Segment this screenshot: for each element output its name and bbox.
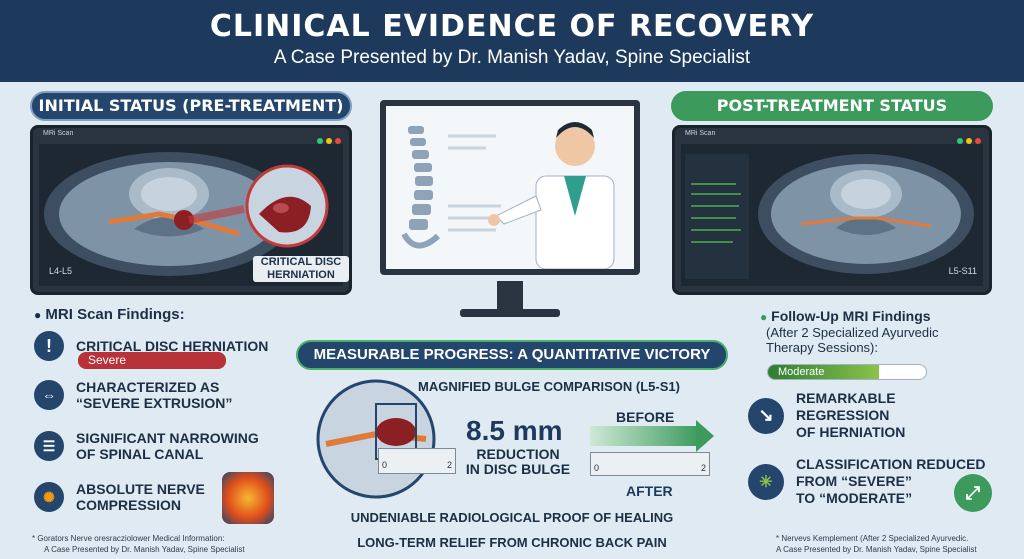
post-findings-text: Follow-Up MRI Findings xyxy=(771,308,931,324)
nerve-icon: ✺ xyxy=(34,482,64,512)
moderate-bar: Moderate xyxy=(767,364,927,380)
post-findings-block: ● Follow-Up MRI Findings (After 2 Specia… xyxy=(760,308,938,355)
post-mri-scan xyxy=(681,144,983,286)
finding-narrowing-line1: SIGNIFICANT NARROWING xyxy=(76,430,259,446)
page-title: CLINICAL EVIDENCE OF RECOVERY xyxy=(209,9,815,44)
post-classification-line3: TO “MODERATE” xyxy=(796,490,913,506)
finding-nerve-line1: ABSOLUTE NERVE xyxy=(76,481,205,497)
after-label: AFTER xyxy=(626,483,673,499)
bottom-line-1: UNDENIABLE RADIOLOGICAL PROOF OF HEALING xyxy=(350,510,674,525)
post-findings-sub2: Therapy Sessions): xyxy=(766,340,878,355)
window-dots xyxy=(954,131,981,149)
before-after-arrow xyxy=(590,426,700,446)
post-regression-line1: REMARKABLE xyxy=(796,390,896,406)
reduction-value: 8.5 mm xyxy=(466,415,563,446)
post-mri-monitor: MRi Scan L5-S11 xyxy=(672,125,992,295)
extrusion-icon: ⇔ xyxy=(34,380,64,410)
screen-base xyxy=(460,309,560,317)
finding-row-nerve: ✺ ABSOLUTE NERVE COMPRESSION xyxy=(34,481,205,513)
pre-level-label: L4-L5 xyxy=(49,266,73,276)
pre-findings-text: MRI Scan Findings: xyxy=(45,306,185,323)
ruler-left-end: 2 xyxy=(446,460,452,470)
ruler-right: 0 2 xyxy=(590,452,710,476)
alert-icon: ! xyxy=(34,331,64,361)
pre-mri-monitor: MRi Scan L4-L5 CRITICAL DISC HERNIATION xyxy=(30,125,352,295)
compare-title: MAGNIFIED BULGE COMPARISON (L5-S1) xyxy=(418,379,680,394)
monitor-label: MRi Scan xyxy=(43,130,74,137)
finding-row-narrowing: ☰ SIGNIFICANT NARROWING OF SPINAL CANAL xyxy=(34,430,259,462)
finding-nerve-line2: COMPRESSION xyxy=(76,497,182,513)
finding-herniation-text: CRITICAL DISC HERNIATION xyxy=(76,338,269,354)
reduction-line2: IN DISC BULGE xyxy=(465,461,571,477)
finding-narrowing-text: SIGNIFICANT NARROWING OF SPINAL CANAL xyxy=(76,430,259,462)
progress-title: MEASURABLE PROGRESS: A QUANTITATIVE VICT… xyxy=(296,340,728,370)
post-regression-line3: OF HERNIATION xyxy=(796,424,906,440)
post-footnote-1: * Nervevs Kemplement (After 2 Specialize… xyxy=(776,534,969,543)
ruler-left: 0 2 xyxy=(378,448,456,474)
finding-extrusion-line2: “SEVERE EXTRUSION” xyxy=(76,395,233,411)
nerve-illustration xyxy=(222,472,274,524)
post-footnote-2: A Case Presented by Dr. Manish Yadav, Sp… xyxy=(776,545,977,554)
post-classification-line1: CLASSIFICATION REDUCED xyxy=(796,456,986,472)
herniation-callout: CRITICAL DISC HERNIATION xyxy=(253,256,349,282)
finding-row-herniation: ! CRITICAL DISC HERNIATION xyxy=(34,331,268,361)
post-classification-line2: FROM “SEVERE” xyxy=(796,473,912,489)
doctor-illustration xyxy=(401,122,615,270)
resize-arrows-icon: ⤢ xyxy=(954,474,992,512)
post-footnote: * Nervevs Kemplement (After 2 Specialize… xyxy=(776,533,977,555)
post-regression-text: REMARKABLE REGRESSION OF HERNIATION xyxy=(796,390,905,441)
screen-stand xyxy=(497,281,523,311)
post-row-regression: ↘ REMARKABLE REGRESSION OF HERNIATION xyxy=(748,390,905,441)
post-findings-title: ● Follow-Up MRI Findings xyxy=(760,308,931,324)
post-mri-image xyxy=(685,154,974,279)
pre-mri-image xyxy=(44,152,329,276)
pre-findings-title: ● MRI Scan Findings: xyxy=(34,306,185,323)
pre-footnote-1: * Gorators Nerve oresracziolower Medical… xyxy=(32,534,225,543)
callout-line-1: CRITICAL DISC xyxy=(260,256,342,268)
window-dots xyxy=(314,131,341,149)
post-findings-sub1: (After 2 Specialized Ayurvedic xyxy=(766,325,939,340)
pre-footnote-2: A Case Presented by Dr. Manish Yadav, Sp… xyxy=(44,545,245,554)
ruler-right-end: 2 xyxy=(700,463,706,473)
finding-narrowing-line2: OF SPINAL CANAL xyxy=(76,446,204,462)
compress-icon: ✳ xyxy=(748,463,784,500)
monitor-label: MRi Scan xyxy=(685,130,716,137)
post-regression-line2: REGRESSION xyxy=(796,407,890,423)
down-arrow-icon: ↘ xyxy=(748,397,784,434)
finding-row-extrusion: ⇔ CHARACTERIZED AS “SEVERE EXTRUSION” xyxy=(34,379,232,411)
page-subtitle: A Case Presented by Dr. Manish Yadav, Sp… xyxy=(273,47,751,68)
before-label: BEFORE xyxy=(616,409,675,425)
pre-treatment-pill: INITIAL STATUS (PRE-TREATMENT) xyxy=(30,91,352,121)
post-classification-text: CLASSIFICATION REDUCED FROM “SEVERE” TO … xyxy=(796,456,986,507)
spine-icon: ☰ xyxy=(34,431,64,461)
severe-badge: Severe xyxy=(78,352,226,369)
bottom-line-2: LONG-TERM RELIEF FROM CHRONIC BACK PAIN xyxy=(357,535,667,550)
finding-extrusion-line1: CHARACTERIZED AS xyxy=(76,379,220,395)
pre-mri-scan xyxy=(39,144,343,286)
ruler-left-start: 0 xyxy=(382,460,388,470)
reduction-label: REDUCTION IN DISC BULGE xyxy=(458,447,578,477)
finding-extrusion-text: CHARACTERIZED AS “SEVERE EXTRUSION” xyxy=(76,379,232,411)
callout-line-2: HERNIATION xyxy=(267,269,335,281)
post-row-classification: ✳ CLASSIFICATION REDUCED FROM “SEVERE” T… xyxy=(748,456,986,507)
post-level-label: L5-S11 xyxy=(948,266,977,276)
moderate-badge: Moderate xyxy=(778,366,825,378)
finding-nerve-text: ABSOLUTE NERVE COMPRESSION xyxy=(76,481,205,513)
header-banner: CLINICAL EVIDENCE OF RECOVERY A Case Pre… xyxy=(0,0,1024,82)
presentation-screen xyxy=(380,100,640,275)
moderate-fill xyxy=(768,365,879,379)
reduction-line1: REDUCTION xyxy=(476,446,560,462)
ruler-right-start: 0 xyxy=(594,463,600,473)
arrow-head xyxy=(696,420,714,452)
post-treatment-pill: POST-TREATMENT STATUS xyxy=(671,91,993,121)
pre-footnote: * Gorators Nerve oresracziolower Medical… xyxy=(32,533,245,555)
